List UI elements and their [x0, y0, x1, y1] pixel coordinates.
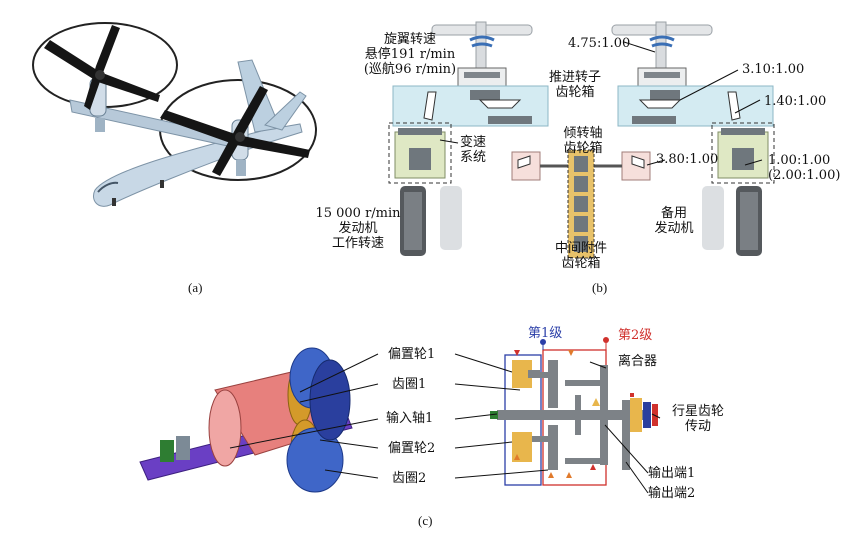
caption-b: (b) [592, 280, 608, 295]
right-speed-change-box [711, 122, 775, 184]
clutch-label: 离合器 [618, 354, 658, 369]
engine-speed-label: 15 000 r/min 发动机 工作转速 [315, 206, 401, 251]
stage1-label: 第1级 [528, 326, 563, 341]
caption-c: (c) [418, 513, 433, 528]
ring-gear-1-label: 齿圈1 [392, 377, 427, 392]
ring-gear-2-label: 齿圈2 [392, 471, 427, 486]
output-2-label: 输出端2 [648, 486, 696, 501]
ratio-1-00: 1.00:1.00 [768, 153, 831, 168]
mid-accessory-gearbox-label: 中间附件 齿轮箱 [554, 241, 607, 271]
output-1-label: 输出端1 [648, 466, 696, 481]
prop-rotor-gearbox-label: 推进转子 齿轮箱 [548, 70, 601, 100]
stage2-label: 第2级 [618, 328, 653, 343]
offset-gear-1-label: 偏置轮1 [388, 347, 436, 362]
left-tilt-axis-gearbox [511, 151, 541, 181]
gearbox-cutaway [139, 347, 353, 493]
tilt-axis-gearbox-label: 倾转轴 齿轮箱 [563, 126, 603, 156]
input-shaft-1-label: 输入轴1 [386, 411, 434, 426]
main-engines [400, 186, 762, 256]
right-tilt-axis-gearbox [621, 151, 651, 181]
drive-system-schematic [388, 21, 775, 259]
offset-gear-2-label: 偏置轮2 [388, 441, 436, 456]
left-rotor-hub [431, 21, 533, 91]
caption-a: (a) [188, 280, 203, 295]
ratio-4-75: 4.75:1.00 [568, 36, 631, 51]
two-stage-gear-schematic [490, 337, 658, 486]
speed-change-system-label: 变速 系统 [460, 135, 487, 165]
right-rotor-hub [611, 21, 713, 91]
standby-engine-label: 备用 发动机 [654, 206, 694, 236]
cutaway-leader-lines [229, 353, 379, 479]
ratio-3-10: 3.10:1.00 [742, 62, 805, 77]
ratio-2-00: (2.00:1.00) [768, 168, 841, 183]
left-speed-change-box [388, 122, 452, 184]
ratio-3-80: 3.80:1.00 [656, 152, 719, 167]
schematic-leader-lines [454, 353, 661, 494]
ratio-1-40: 1.40:1.00 [764, 94, 827, 109]
tiltrotor-aircraft-illustration [32, 22, 317, 207]
planetary-label: 行星齿轮 传动 [671, 404, 724, 434]
rotor-speed-label: 旋翼转速 悬停191 r/min (巡航96 r/min) [363, 32, 457, 77]
